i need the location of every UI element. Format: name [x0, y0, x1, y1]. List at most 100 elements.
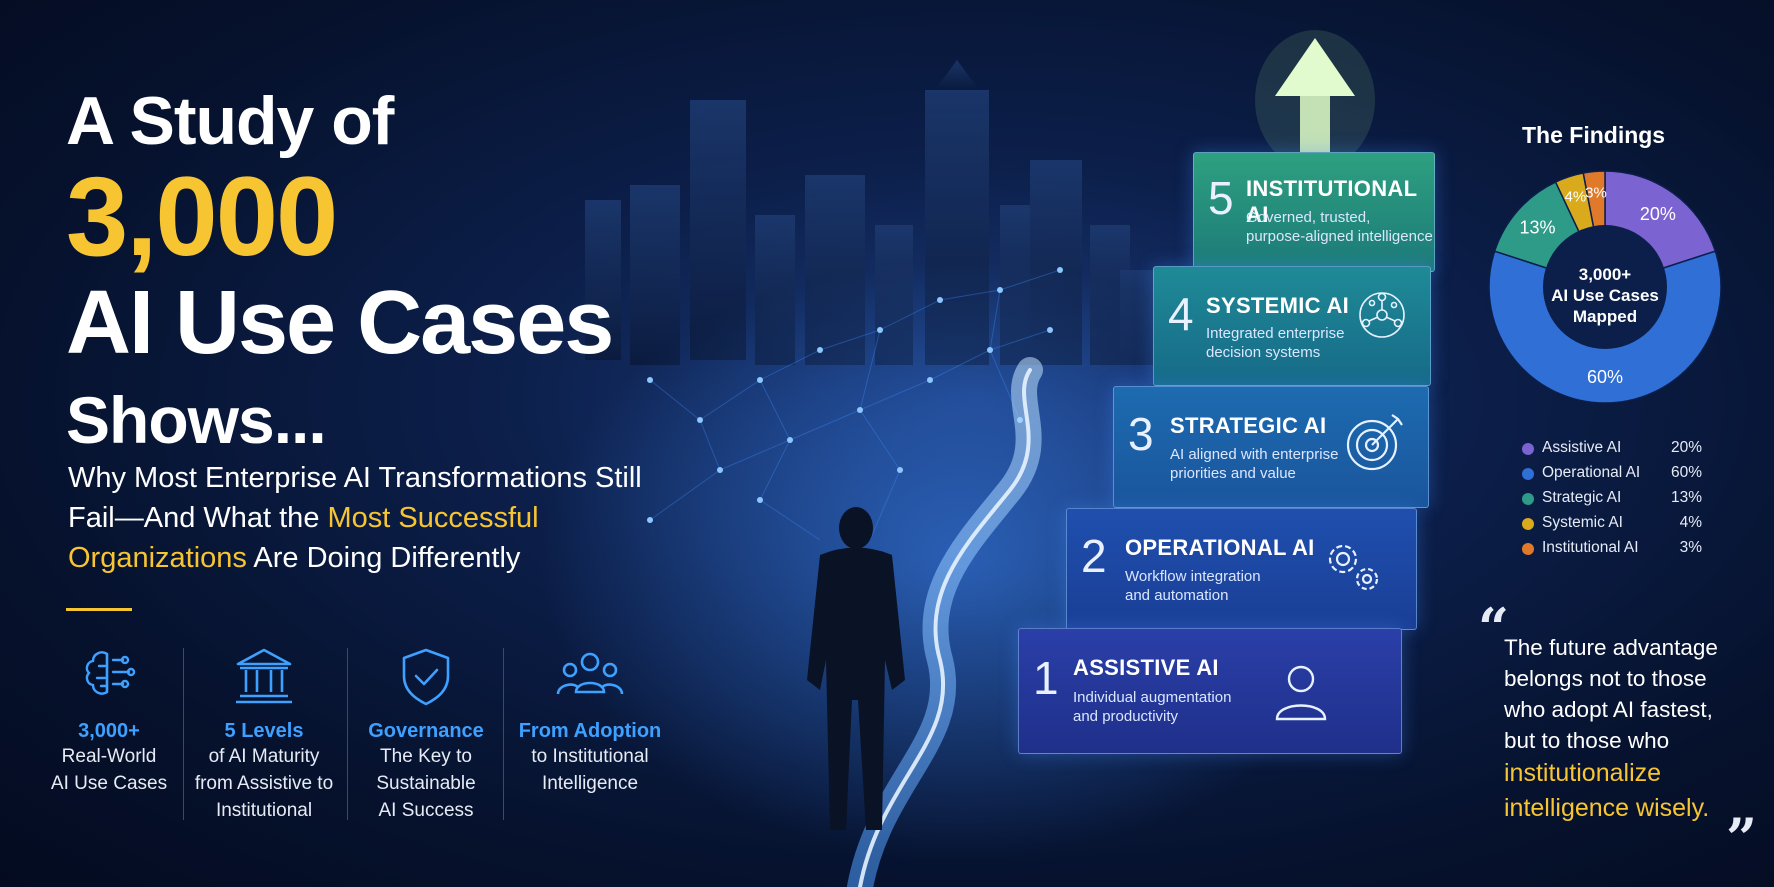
legend-swatch	[1522, 493, 1534, 505]
legend-value: 13%	[1670, 489, 1702, 506]
level-1-step: 1 ASSISTIVE AI Individual augmentation a…	[1018, 628, 1402, 754]
level-desc: purpose-aligned intelligence	[1246, 228, 1433, 245]
level-number: 2	[1081, 530, 1107, 582]
stat-adoption: From Adoption to Institutional Intellige…	[512, 640, 668, 797]
stat-line: AI Use Cases	[50, 773, 168, 794]
stat-governance: Governance The Key to Sustainable AI Suc…	[356, 640, 496, 824]
stat-line: Institutional	[215, 800, 313, 821]
level-desc: and automation	[1125, 587, 1229, 604]
donut-center-line: Mapped	[1572, 307, 1638, 326]
pie-slice-label: 3%	[1585, 184, 1607, 201]
legend-label: Operational AI	[1542, 464, 1641, 481]
subtitle-part-1: Why Most Enterprise AI Transformations S…	[68, 462, 642, 534]
stat-title: Governance	[368, 720, 484, 742]
legend-label: Strategic AI	[1542, 489, 1622, 506]
pie-slice-label: 4%	[1564, 189, 1586, 206]
legend-item: Systemic AI 4%	[1522, 513, 1702, 535]
quote-body: The future advantage belongs not to thos…	[1504, 635, 1718, 753]
close-quote-mark: ”	[1726, 806, 1758, 870]
legend-swatch	[1522, 543, 1534, 555]
up-arrow	[1255, 30, 1375, 170]
subtitle-highlight: Most Successful Organizations	[68, 502, 539, 574]
legend-label: Systemic AI	[1542, 514, 1623, 531]
legend-item: Operational AI 60%	[1522, 463, 1702, 485]
legend-item: Strategic AI 13%	[1522, 488, 1702, 510]
stat-divider	[183, 648, 184, 820]
shield-check-icon	[356, 640, 496, 712]
legend-label: Institutional AI	[1542, 539, 1639, 556]
legend-label: Assistive AI	[1542, 439, 1622, 456]
headline-number: 3,000	[66, 154, 338, 279]
level-desc: AI aligned with enterprise	[1170, 446, 1339, 463]
stat-title: From Adoption	[518, 720, 662, 742]
level-number: 1	[1033, 652, 1059, 704]
level-name: INSTITUTIONAL AI	[1246, 176, 1417, 227]
level-desc: decision systems	[1206, 344, 1321, 361]
donut-center-label: 3,000+ AI Use Cases Mapped	[1540, 264, 1670, 327]
level-4-step: 4 SYSTEMIC AI Integrated enterprise deci…	[1153, 266, 1431, 386]
level-3-step: 3 STRATEGIC AI AI aligned with enterpris…	[1113, 386, 1429, 508]
donut-center-line: AI Use Cases	[1551, 286, 1659, 305]
level-number: 5	[1208, 172, 1234, 224]
legend-value: 60%	[1670, 464, 1702, 481]
legend-swatch	[1522, 443, 1534, 455]
person-silhouette	[807, 507, 905, 830]
legend-item: Institutional AI 3%	[1522, 538, 1702, 560]
level-5-step: 5 INSTITUTIONAL AI Governed, trusted, pu…	[1193, 152, 1435, 272]
stat-line: of AI Maturity	[208, 746, 320, 767]
legend-value: 20%	[1670, 439, 1702, 456]
pie-slice-label: 13%	[1519, 217, 1555, 237]
level-name: SYSTEMIC AI	[1206, 293, 1350, 318]
subtitle-part-2: Are Doing Differently	[246, 542, 521, 574]
quote-text: The future advantage belongs not to thos…	[1504, 632, 1744, 826]
headline-line-3: AI Use Cases	[66, 273, 614, 373]
brain-circuit-icon	[44, 640, 174, 712]
people-group-icon	[512, 640, 668, 712]
person-icon	[1273, 661, 1329, 730]
headline-line-1: A Study of	[66, 83, 394, 159]
stat-title: 3,000+	[78, 720, 140, 742]
institution-icon	[190, 640, 338, 712]
donut-hole	[1543, 225, 1667, 349]
findings-donut-chart: 20% 60% 13% 4%3%	[1488, 170, 1722, 404]
stat-line: AI Success	[378, 800, 474, 821]
open-quote-mark: “	[1478, 596, 1510, 660]
headline-line-4: Shows...	[66, 383, 327, 457]
level-number: 4	[1168, 288, 1194, 340]
level-name: STRATEGIC AI	[1170, 413, 1327, 438]
level-desc: priorities and value	[1170, 465, 1296, 482]
subtitle: Why Most Enterprise AI Transformations S…	[68, 458, 648, 578]
gears-icon	[1319, 535, 1389, 604]
level-desc: Workflow integration	[1125, 568, 1261, 585]
legend-swatch	[1522, 468, 1534, 480]
stat-line: to Institutional	[531, 746, 649, 767]
level-desc: and productivity	[1073, 708, 1179, 725]
level-desc: Governed, trusted,	[1246, 209, 1371, 226]
level-number: 3	[1128, 408, 1154, 460]
stat-divider	[503, 648, 504, 820]
donut-center-line: 3,000+	[1578, 265, 1632, 284]
level-name: OPERATIONAL AI	[1125, 535, 1315, 560]
level-desc: Individual augmentation	[1073, 689, 1232, 706]
level-desc: Integrated enterprise	[1206, 325, 1345, 342]
accent-divider	[66, 608, 132, 611]
stat-line: Real-World	[61, 746, 157, 767]
findings-title: The Findings	[1522, 122, 1666, 148]
stat-line: from Assistive to	[194, 773, 334, 794]
target-arrow-icon	[1342, 409, 1408, 480]
stat-line: Intelligence	[541, 773, 639, 794]
quote-highlight: institutionalize intelligence wisely.	[1504, 759, 1710, 822]
pie-slice-label: 20%	[1640, 204, 1676, 224]
stat-title: 5 Levels	[224, 720, 304, 742]
stat-divider	[347, 648, 348, 820]
legend-value: 4%	[1679, 514, 1702, 531]
level-name: ASSISTIVE AI	[1073, 655, 1219, 680]
level-2-step: 2 OPERATIONAL AI Workflow integration an…	[1066, 508, 1417, 630]
legend-value: 3%	[1679, 539, 1702, 556]
pie-slice-label: 60%	[1587, 367, 1623, 387]
legend-swatch	[1522, 518, 1534, 530]
stat-line: The Key to	[380, 746, 472, 767]
legend-item: Assistive AI 20%	[1522, 438, 1702, 460]
stat-levels: 5 Levels of AI Maturity from Assistive t…	[190, 640, 338, 824]
stat-line: Sustainable	[376, 773, 476, 794]
